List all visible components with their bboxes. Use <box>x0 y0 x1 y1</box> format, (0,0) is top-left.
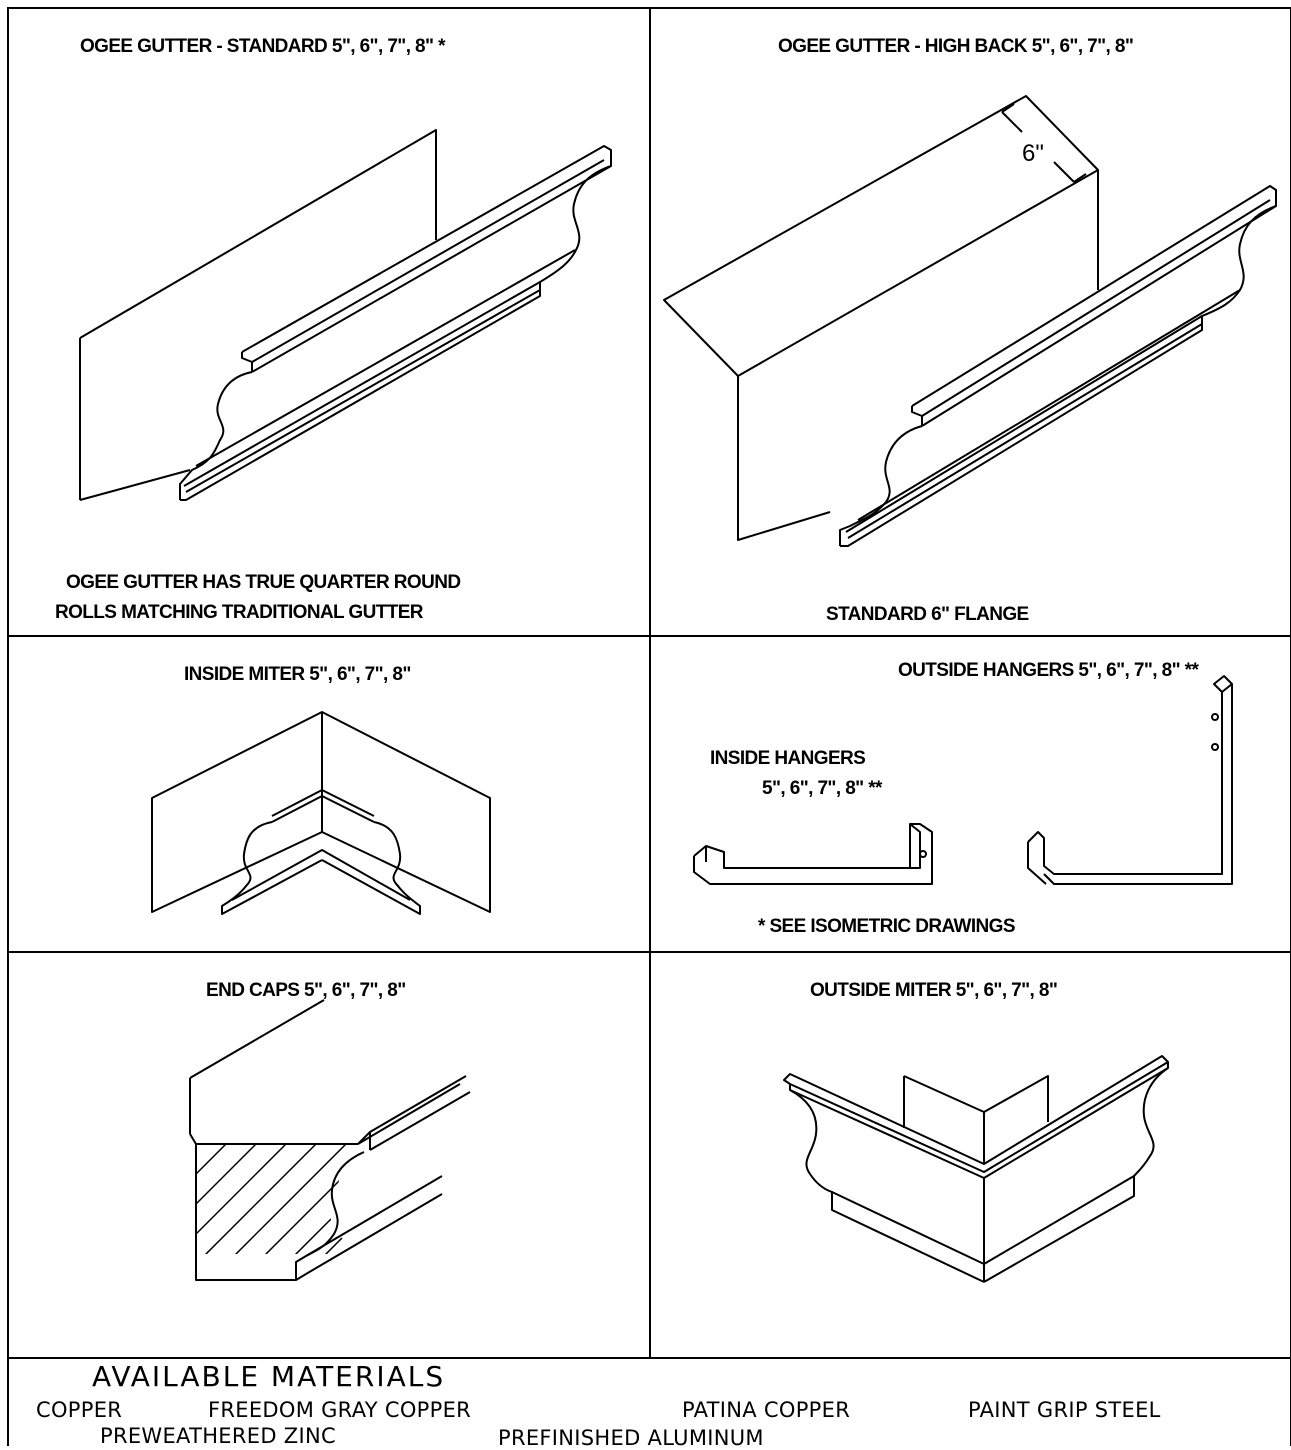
ogee-standard-gutter-drawing <box>79 129 612 501</box>
panel-outside-miter: OUTSIDE MITER 5", 6", 7", 8" <box>650 952 1291 1358</box>
end-caps-drawing <box>189 999 471 1281</box>
ogee-high-back-gutter-drawing <box>663 95 1277 547</box>
panel-hangers: OUTSIDE HANGERS 5", 6", 7", 8" ** INSIDE… <box>650 636 1291 952</box>
material-item: COPPER <box>36 1398 123 1422</box>
end-caps-title: END CAPS 5", 6", 7", 8" <box>206 980 406 1001</box>
outside-miter-drawing <box>783 1055 1169 1283</box>
material-item: PAINT GRIP STEEL <box>968 1398 1161 1422</box>
materials-title: AVAILABLE MATERIALS <box>92 1360 446 1393</box>
inside-hangers-title-line2: 5", 6", 7", 8" ** <box>762 778 882 799</box>
ogee-standard-note-line2: ROLLS MATCHING TRADITIONAL GUTTER <box>55 602 424 623</box>
panel-inside-miter: INSIDE MITER 5", 6", 7", 8" <box>0 636 650 952</box>
ogee-standard-note-line1: OGEE GUTTER HAS TRUE QUARTER ROUND <box>66 572 461 593</box>
inside-miter-title: INSIDE MITER 5", 6", 7", 8" <box>184 664 411 685</box>
panel-ogee-high-back: OGEE GUTTER - HIGH BACK 5", 6", 7", 8" <box>650 0 1291 636</box>
high-back-dimension-label: 6" <box>1022 140 1044 167</box>
materials-section: AVAILABLE MATERIALS COPPER FREEDOM GRAY … <box>0 1358 1291 1450</box>
hangers-drawing <box>693 675 1233 885</box>
material-item: PATINA COPPER <box>682 1398 851 1422</box>
panel-end-caps: END CAPS 5", 6", 7", 8" <box>0 952 650 1358</box>
ogee-standard-title: OGEE GUTTER - STANDARD 5", 6", 7", 8" * <box>80 36 446 57</box>
material-item: PREFINISHED ALUMINUM <box>498 1426 764 1450</box>
inside-hangers-title-line1: INSIDE HANGERS <box>710 748 866 769</box>
material-item: PREWEATHERED ZINC <box>100 1424 336 1448</box>
outside-miter-title: OUTSIDE MITER 5", 6", 7", 8" <box>810 980 1058 1001</box>
high-back-flange-note: STANDARD 6" FLANGE <box>826 604 1029 625</box>
inside-miter-drawing <box>151 711 491 915</box>
panel-ogee-standard: OGEE GUTTER - STANDARD 5", 6", 7", 8" * … <box>0 0 650 636</box>
material-item: FREEDOM GRAY COPPER <box>208 1398 472 1422</box>
hangers-isometric-note: * SEE ISOMETRIC DRAWINGS <box>758 916 1016 937</box>
outside-hangers-title: OUTSIDE HANGERS 5", 6", 7", 8" ** <box>898 660 1199 681</box>
ogee-high-back-title: OGEE GUTTER - HIGH BACK 5", 6", 7", 8" <box>778 36 1134 57</box>
